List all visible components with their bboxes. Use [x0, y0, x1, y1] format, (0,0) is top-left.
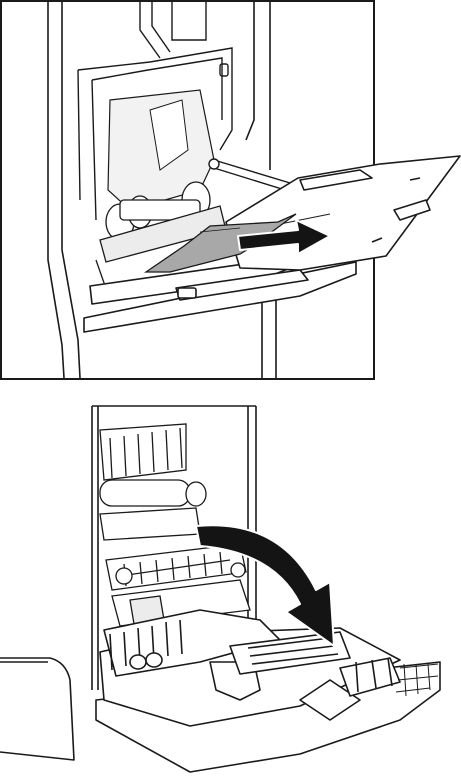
illustration-remove-jam-tray — [0, 0, 461, 382]
printer-right-door-illustration — [0, 400, 461, 780]
fuser-roller — [100, 480, 190, 506]
tray-guide-left — [178, 288, 196, 298]
right-door — [96, 610, 440, 772]
tray-extension — [226, 156, 460, 270]
illustration-open-right-door — [0, 400, 461, 780]
printer-tray-illustration — [0, 0, 461, 382]
fuser-upper — [100, 424, 206, 540]
transfer-mechanism — [106, 544, 250, 626]
latch — [220, 64, 228, 76]
